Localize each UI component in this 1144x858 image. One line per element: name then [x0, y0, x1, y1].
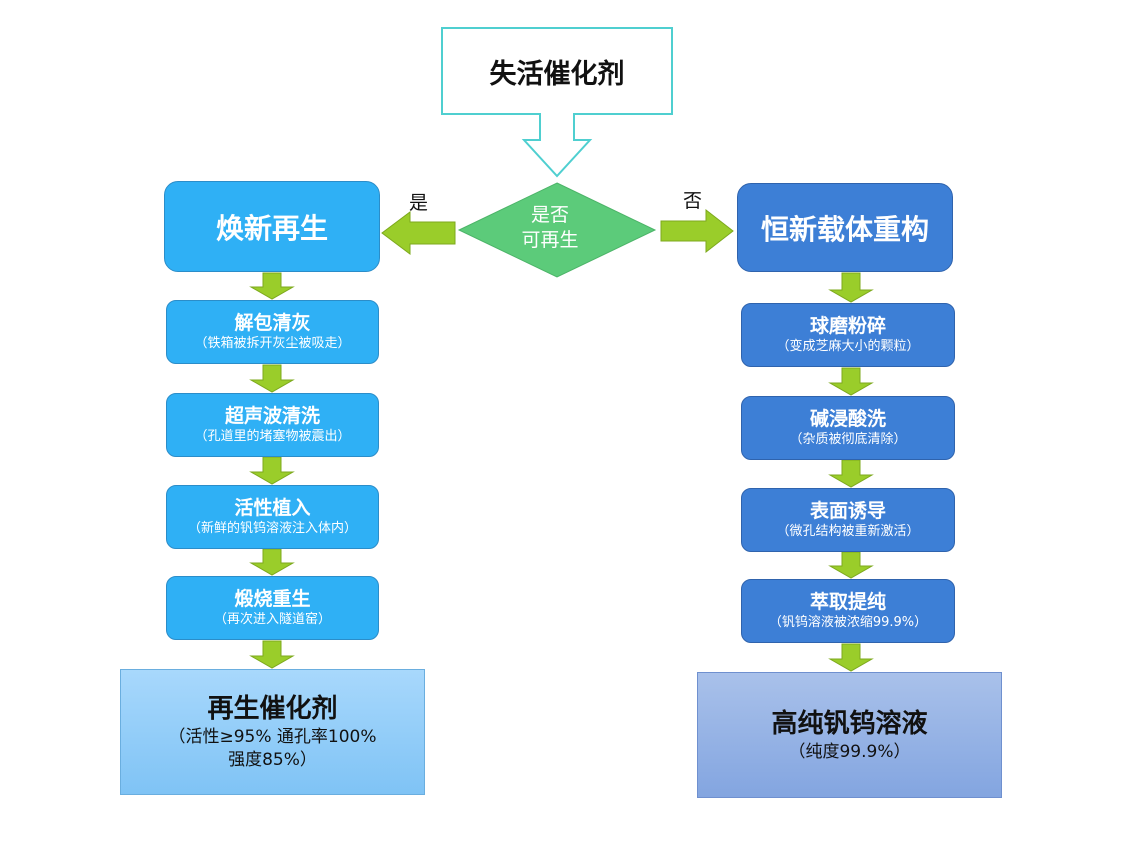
- result-desc-line-2: 强度85%）: [228, 750, 317, 770]
- left-step-4: 煅烧重生 （再次进入隧道窑）: [166, 576, 379, 640]
- left-step-1: 解包清灰 （铁箱被拆开灰尘被吸走）: [166, 300, 379, 364]
- step-desc: （钒钨溶液被浓缩99.9%）: [768, 615, 928, 630]
- result-title: 高纯钒钨溶液: [771, 708, 928, 739]
- start-node-label: 失活催化剂: [489, 58, 625, 90]
- result-title: 再生催化剂: [207, 694, 338, 724]
- right-step-4: 萃取提纯 （钒钨溶液被浓缩99.9%）: [741, 579, 955, 643]
- result-desc-line-1: （纯度99.9%）: [788, 741, 911, 762]
- step-title: 解包清灰: [234, 312, 311, 334]
- step-title: 萃取提纯: [809, 591, 886, 613]
- left-result-box: 再生催化剂 （活性≥95% 通孔率100% 强度85%）: [120, 669, 425, 795]
- step-title: 煅烧重生: [234, 588, 311, 610]
- right-step-1: 球磨粉碎 （变成芝麻大小的颗粒）: [741, 303, 955, 367]
- step-title: 活性植入: [234, 497, 311, 519]
- branch-no-label: 否: [683, 190, 703, 212]
- branch-yes-label: 是: [409, 192, 429, 214]
- step-desc: （铁箱被拆开灰尘被吸走）: [194, 336, 351, 351]
- right-down-arrow-1: [828, 272, 874, 303]
- step-title: 超声波清洗: [224, 405, 320, 427]
- step-desc: （微孔结构被重新激活）: [776, 524, 920, 539]
- decision-line-1: 是否: [530, 204, 569, 226]
- decision-diamond: [457, 182, 657, 278]
- right-result-box: 高纯钒钨溶液 （纯度99.9%）: [697, 672, 1002, 798]
- right-step-2: 碱浸酸洗 （杂质被彻底清除）: [741, 396, 955, 460]
- step-title: 球磨粉碎: [809, 315, 886, 337]
- start-callout-shape: [441, 27, 673, 178]
- left-step-2: 超声波清洗 （孔道里的堵塞物被震出）: [166, 393, 379, 457]
- left-down-arrow-5: [249, 640, 295, 669]
- right-branch-head: 恒新载体重构: [737, 183, 953, 272]
- step-title: 碱浸酸洗: [809, 408, 886, 430]
- step-desc: （新鲜的钒钨溶液注入体内）: [187, 521, 357, 536]
- step-desc: （变成芝麻大小的颗粒）: [776, 339, 920, 354]
- left-down-arrow-1: [249, 272, 295, 300]
- right-down-arrow-3: [828, 459, 874, 488]
- right-down-arrow-5: [828, 643, 874, 672]
- step-desc: （孔道里的堵塞物被震出）: [194, 429, 351, 444]
- left-branch-head: 焕新再生: [164, 181, 380, 272]
- result-desc-line-1: （活性≥95% 通孔率100%: [168, 727, 377, 747]
- left-step-3: 活性植入 （新鲜的钒钨溶液注入体内）: [166, 485, 379, 549]
- left-down-arrow-3: [249, 456, 295, 485]
- decision-label: 是否 可再生: [490, 193, 610, 263]
- step-desc: （再次进入隧道窑）: [213, 612, 331, 627]
- left-down-arrow-4: [249, 548, 295, 576]
- right-down-arrow-2: [828, 367, 874, 396]
- step-title: 表面诱导: [809, 500, 886, 522]
- right-down-arrow-4: [828, 551, 874, 579]
- arrow-yes-left: [381, 211, 456, 255]
- left-down-arrow-2: [249, 364, 295, 393]
- right-step-3: 表面诱导 （微孔结构被重新激活）: [741, 488, 955, 552]
- step-desc: （杂质被彻底清除）: [789, 432, 907, 447]
- arrow-no-right: [660, 208, 734, 254]
- decision-line-2: 可再生: [521, 229, 579, 251]
